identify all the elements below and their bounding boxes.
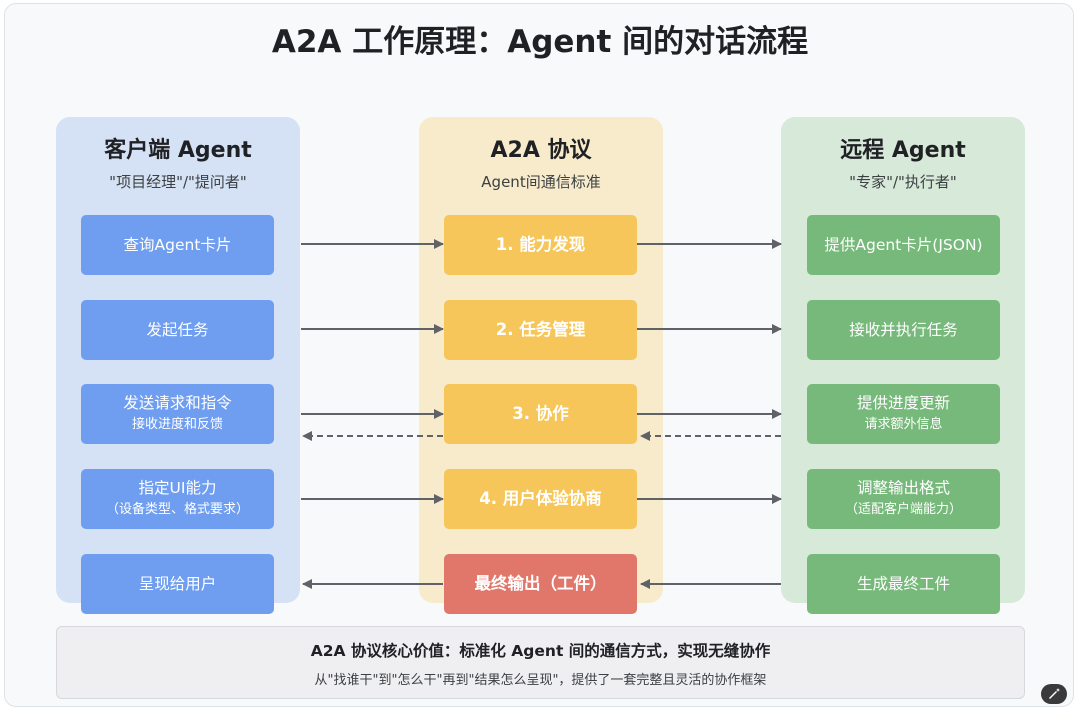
summary-description: 从"找谁干"到"怎么干"再到"结果怎么呈现"，提供了一套完整且灵活的协作框架 bbox=[314, 673, 767, 688]
box-label: 4. 用户体验协商 bbox=[479, 489, 602, 508]
box-label: 指定UI能力 bbox=[138, 479, 217, 497]
box-label: 调整输出格式 bbox=[856, 479, 950, 497]
box-label: 发送请求和指令 bbox=[123, 394, 232, 412]
box-sublabel: 接收进度和反馈 bbox=[131, 417, 223, 432]
box-label: 3. 协作 bbox=[512, 404, 569, 423]
flow-arrows bbox=[301, 239, 782, 589]
client-box-ui-capability: 指定UI能力 （设备类型、格式要求） bbox=[81, 469, 274, 529]
box-label: 1. 能力发现 bbox=[495, 235, 586, 254]
box-sublabel: 请求额外信息 bbox=[864, 417, 943, 432]
remote-column-subtitle: "专家"/"执行者" bbox=[849, 173, 957, 191]
remote-box-provide-card: 提供Agent卡片(JSON) bbox=[807, 215, 1000, 275]
sparkle-edit-icon[interactable] bbox=[1041, 684, 1067, 704]
summary-title: A2A 协议核心价值：标准化 Agent 间的通信方式，实现无缝协作 bbox=[310, 642, 771, 660]
protocol-box-task-management: 2. 任务管理 bbox=[444, 300, 637, 360]
box-label: 查询Agent卡片 bbox=[123, 236, 232, 254]
box-label: 提供进度更新 bbox=[856, 394, 950, 412]
client-column-subtitle: "项目经理"/"提问者" bbox=[109, 173, 247, 191]
remote-box-adjust-format: 调整输出格式 （适配客户端能力） bbox=[807, 469, 1000, 529]
protocol-box-collaboration: 3. 协作 bbox=[444, 384, 637, 444]
diagram-frame: A2A 工作原理：Agent 间的对话流程 客户端 Agent "项目经理"/"… bbox=[4, 3, 1074, 707]
protocol-box-final-output: 最终输出（工件） bbox=[444, 554, 637, 614]
protocol-column-title: A2A 协议 bbox=[490, 138, 592, 163]
box-label: 呈现给用户 bbox=[138, 575, 217, 593]
box-label: 最终输出（工件） bbox=[474, 574, 607, 593]
client-box-present: 呈现给用户 bbox=[81, 554, 274, 614]
box-sublabel: （设备类型、格式要求） bbox=[105, 502, 249, 517]
protocol-box-ux-negotiation: 4. 用户体验协商 bbox=[444, 469, 637, 529]
client-column-title: 客户端 Agent bbox=[104, 138, 252, 163]
protocol-box-discovery: 1. 能力发现 bbox=[444, 215, 637, 275]
box-label: 提供Agent卡片(JSON) bbox=[824, 236, 983, 254]
box-label: 2. 任务管理 bbox=[495, 320, 586, 339]
diagram-title: A2A 工作原理：Agent 间的对话流程 bbox=[271, 24, 809, 60]
box-sublabel: （适配客户端能力） bbox=[844, 502, 962, 517]
client-box-start-task: 发起任务 bbox=[81, 300, 274, 360]
protocol-column-subtitle: Agent间通信标准 bbox=[481, 173, 601, 191]
remote-column-title: 远程 Agent bbox=[840, 138, 966, 163]
box-label: 生成最终工件 bbox=[856, 575, 950, 593]
box-label: 接收并执行任务 bbox=[849, 321, 958, 339]
remote-box-progress-update: 提供进度更新 请求额外信息 bbox=[807, 384, 1000, 444]
remote-box-generate-artifact: 生成最终工件 bbox=[807, 554, 1000, 614]
remote-box-execute-task: 接收并执行任务 bbox=[807, 300, 1000, 360]
summary-panel: A2A 协议核心价值：标准化 Agent 间的通信方式，实现无缝协作 从"找谁干… bbox=[56, 626, 1025, 699]
box-label: 发起任务 bbox=[146, 321, 209, 339]
client-box-query-card: 查询Agent卡片 bbox=[81, 215, 274, 275]
client-box-send-request: 发送请求和指令 接收进度和反馈 bbox=[81, 384, 274, 444]
